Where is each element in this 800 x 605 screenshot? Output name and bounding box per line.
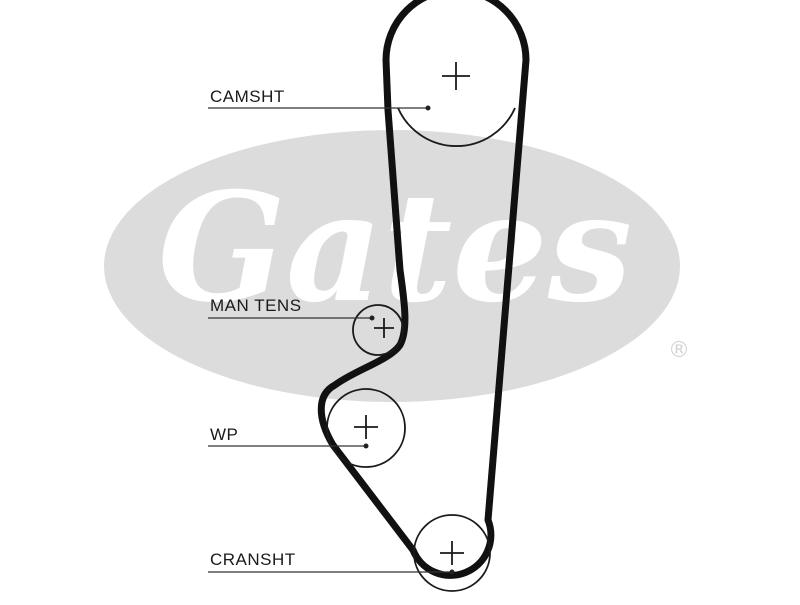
water-pump-leader (208, 443, 369, 449)
water-pump-pulley (326, 388, 406, 468)
crankshaft-leader (208, 569, 455, 575)
tensioner-label: MAN TENS (210, 296, 302, 315)
timing-belt (317, 0, 530, 579)
crankshaft-pulley (413, 514, 491, 592)
tensioner-pulley (352, 304, 404, 356)
camshaft-pulley (397, 62, 516, 147)
tensioner-leader (208, 315, 375, 321)
crankshaft-label: CRANSHT (210, 550, 296, 569)
camshaft-leader (208, 105, 431, 111)
watermark-registered-mark: ® (668, 338, 690, 363)
camshaft-label: CAMSHT (210, 87, 285, 106)
watermark-ellipse (104, 130, 680, 402)
water-pump-label: WP (210, 425, 239, 444)
